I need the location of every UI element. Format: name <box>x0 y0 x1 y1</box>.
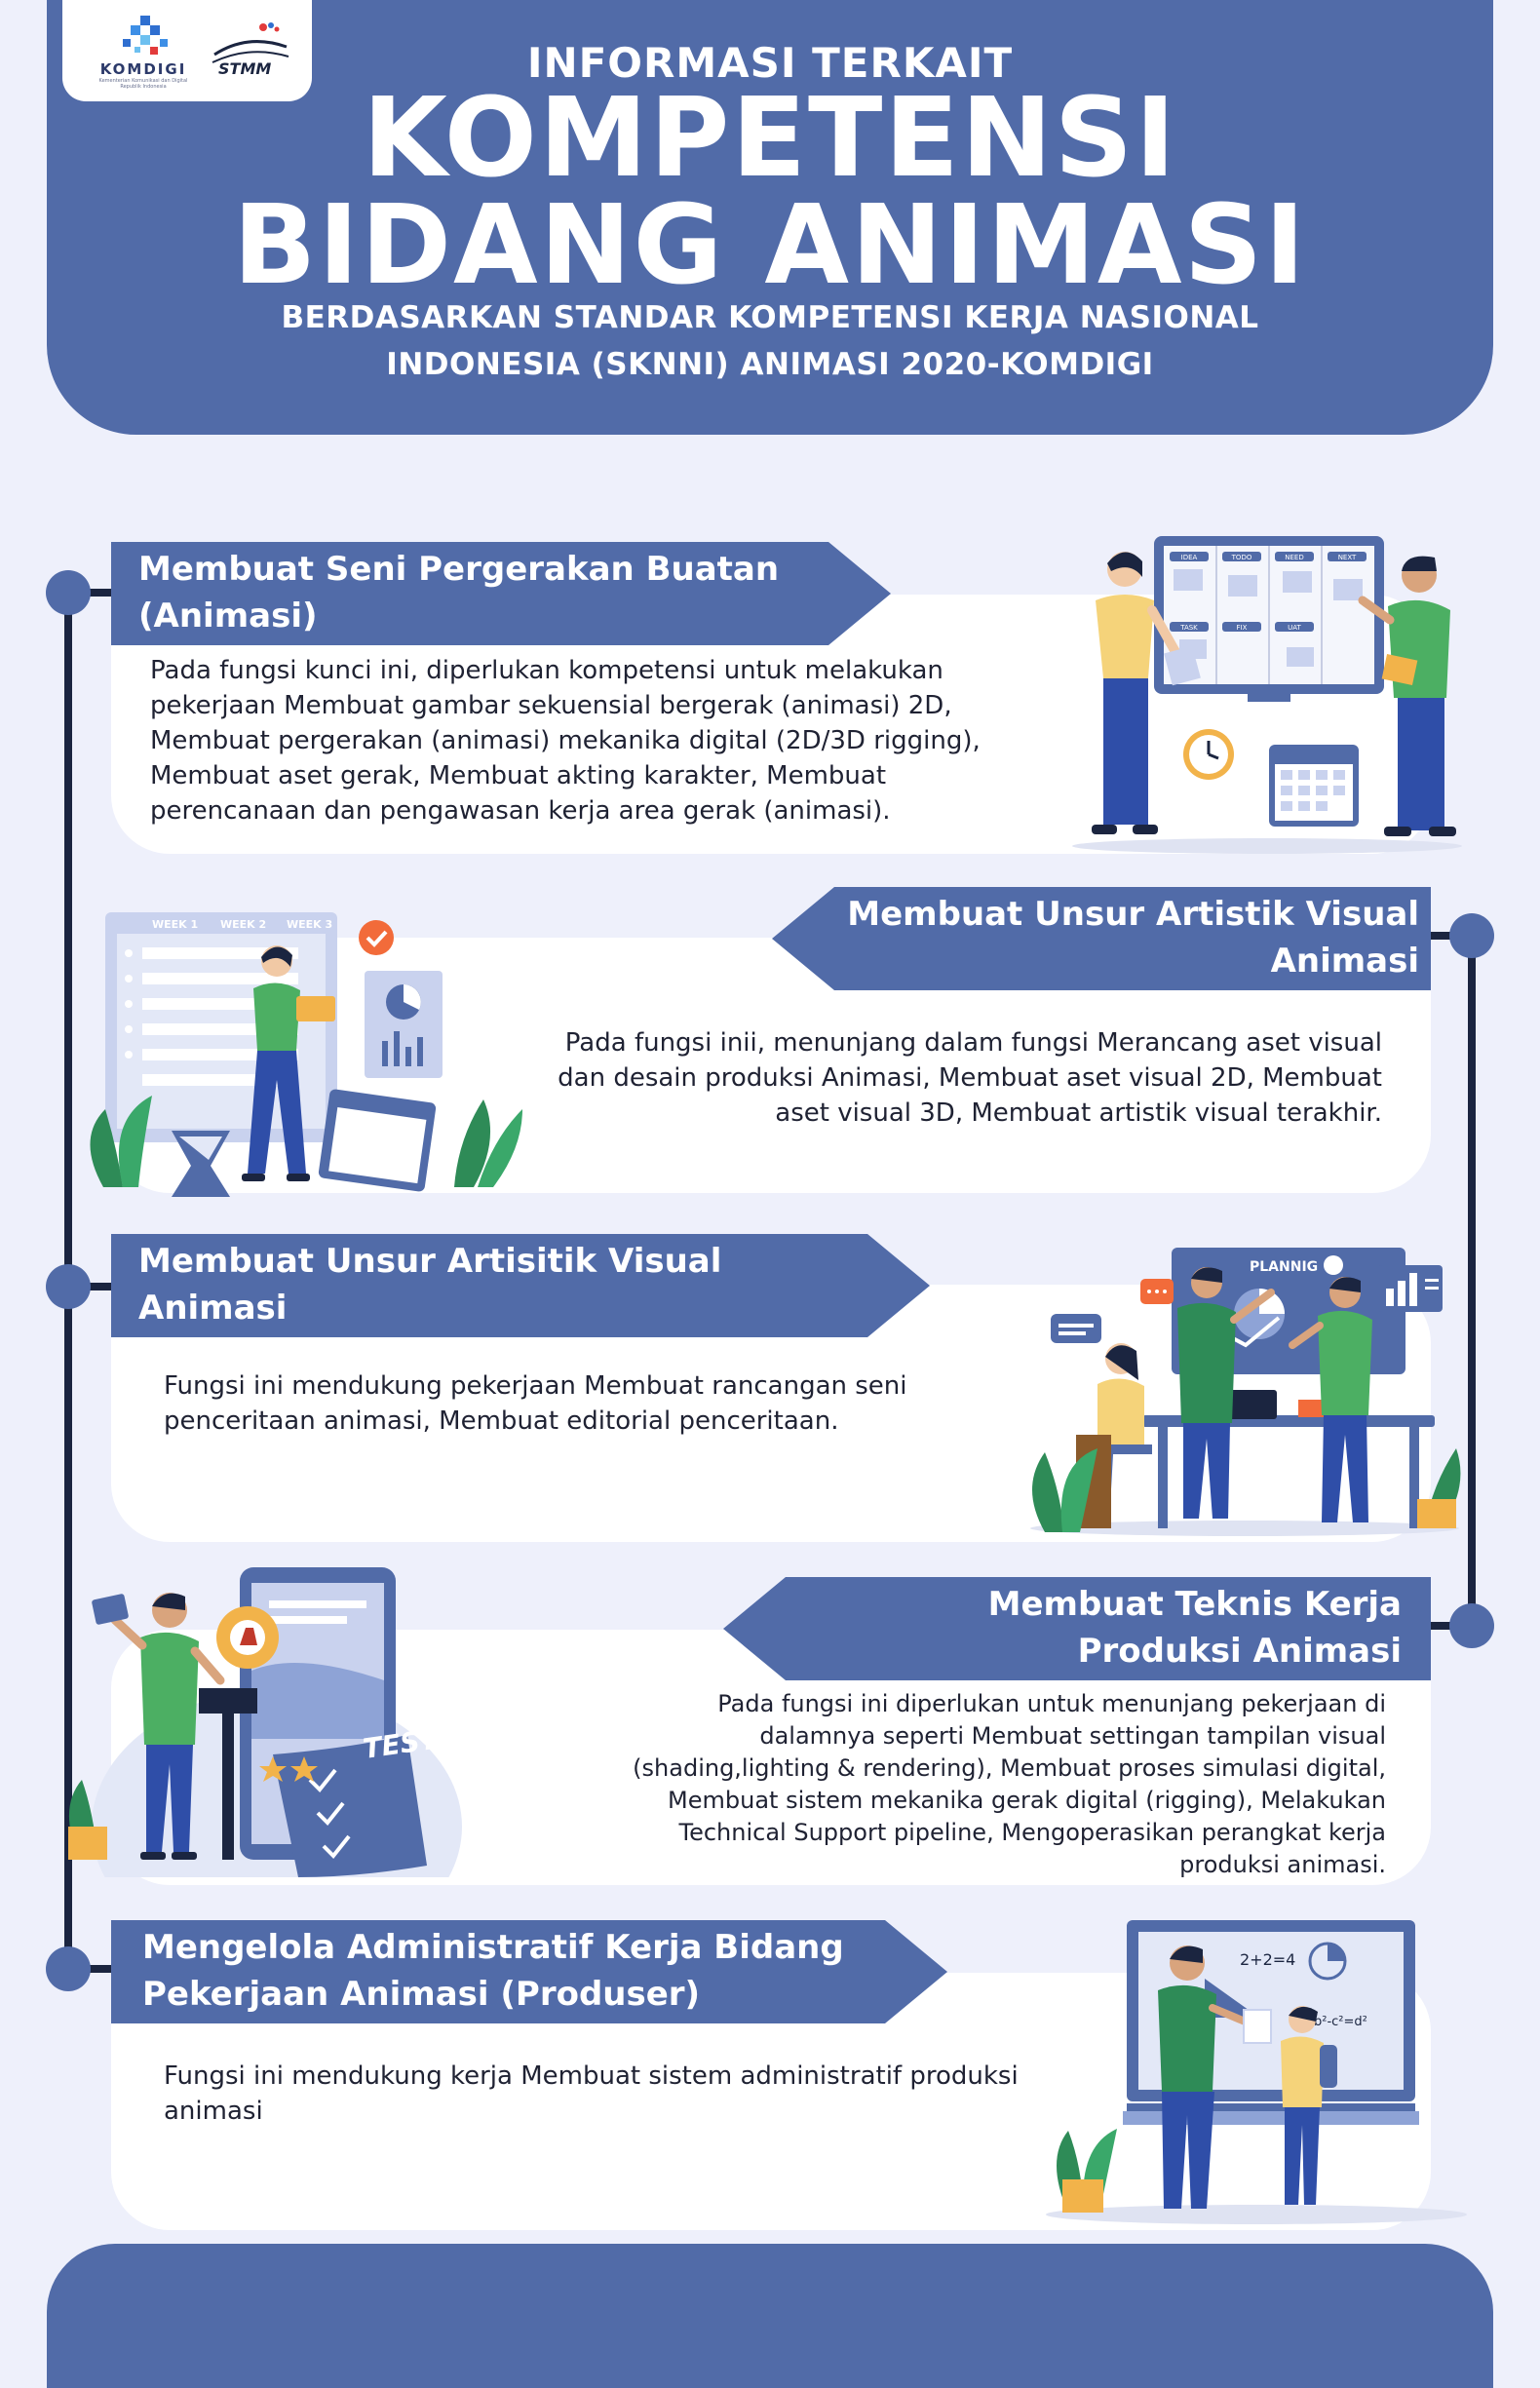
board-math: 2+2=4 <box>1240 1950 1295 1969</box>
week-label: WEEK 3 <box>287 918 332 931</box>
body-line: penceritaan animasi, Membuat editorial p… <box>164 1406 839 1436</box>
body-line: Technical Support pipeline, Mengoperasik… <box>678 1819 1386 1846</box>
board-label: NEXT <box>1338 554 1357 561</box>
section-title-4-line2: Produksi Animasi <box>1077 1632 1402 1671</box>
classroom-producer-illustration: 2+2=4 b²-c²=d² <box>1046 1920 1467 2224</box>
timeline-node-4 <box>1449 1603 1494 1648</box>
body-line: Pada fungsi inii, menunjang dalam fungsi… <box>564 1028 1382 1058</box>
section-title-4-line1: Membuat Teknis Kerja <box>987 1585 1402 1624</box>
banner-arrow-shape <box>772 887 1431 990</box>
body-line: (shading,lighting & rendering), Membuat … <box>633 1754 1386 1782</box>
timeline-rail-right <box>1468 932 1476 1626</box>
board-label: PLANNIG <box>1250 1259 1318 1275</box>
board-label: TASK <box>1179 624 1198 632</box>
board-label: NEED <box>1285 554 1303 561</box>
body-line: Pada fungsi ini diperlukan untuk menunja… <box>717 1690 1386 1717</box>
banner-arrow-shape <box>111 542 891 645</box>
stmm-logo-icon: STMM <box>212 22 289 78</box>
body-line: dalamnya seperti Membuat settingan tampi… <box>759 1722 1386 1750</box>
section-banner-2: Membuat Unsur Artistik Visual Animasi <box>772 887 1431 990</box>
section-title-3-line1: Membuat Unsur Artisitik Visual <box>138 1242 722 1281</box>
schedule-planning-illustration: WEEK 1 WEEK 2 WEEK 3 <box>90 912 522 1197</box>
body-line: animasi <box>164 2097 263 2126</box>
footer-banner <box>47 2244 1493 2388</box>
team-planning-meeting-illustration: PLANNIG <box>1030 1248 1461 1536</box>
body-line: Membuat sistem mekanika gerak digital (r… <box>668 1787 1386 1814</box>
section-body-2: Pada fungsi inii, menunjang dalam fungsi… <box>487 1025 1382 1131</box>
section-title-5-line2: Pekerjaan Animasi (Produser) <box>142 1975 701 2014</box>
section-banner-4: Membuat Teknis Kerja Produksi Animasi <box>723 1577 1431 1680</box>
komdigi-mark-icon <box>123 16 168 55</box>
timeline-connector-1 <box>64 589 117 597</box>
timeline-node-1 <box>46 570 91 615</box>
body-line: Membuat pergerakan (animasi) mekanika di… <box>150 726 981 755</box>
banner-arrow-shape <box>111 1234 930 1337</box>
section-banner-3: Membuat Unsur Artisitik Visual Animasi <box>111 1234 930 1337</box>
timeline-connector-3 <box>64 1283 117 1290</box>
technical-testing-illustration: TEST <box>68 1567 462 1877</box>
section-body-3: Fungsi ini mendukung pekerjaan Membuat r… <box>164 1368 1041 1439</box>
body-line: Membuat aset gerak, Membuat akting karak… <box>150 761 887 790</box>
logo-card: KOMDIGI Kementerian Komunikasi dan Digit… <box>62 0 312 101</box>
body-line: perencanaan dan pengawasan kerja area ge… <box>150 796 891 826</box>
timeline-connector-5 <box>64 1965 117 1973</box>
section-title-3-line2: Animasi <box>138 1289 288 1328</box>
body-line: Fungsi ini mendukung kerja Membuat siste… <box>164 2061 1019 2091</box>
page-subtitle-line1: BERDASARKAN STANDAR KOMPETENSI KERJA NAS… <box>281 300 1259 335</box>
komdigi-subtitle: Kementerian Komunikasi dan Digital Repub… <box>90 78 197 90</box>
section-title-1-line1: Membuat Seni Pergerakan Buatan <box>138 550 780 589</box>
komdigi-wordmark: KOMDIGI <box>99 60 187 78</box>
board-label: IDEA <box>1181 554 1198 561</box>
body-line: Pada fungsi kunci ini, diperlukan kompet… <box>150 656 943 685</box>
section-banner-5: Mengelola Administratif Kerja Bidang Pek… <box>111 1920 947 2023</box>
section-title-1-line2: (Animasi) <box>138 597 318 636</box>
banner-arrow-shape <box>111 1920 947 2023</box>
timeline-node-5 <box>46 1946 91 1991</box>
section-body-1: Pada fungsi kunci ini, diperlukan kompet… <box>150 653 1027 828</box>
board-label: UAT <box>1288 624 1301 632</box>
stmm-wordmark: STMM <box>218 59 271 78</box>
page-title-line2: BIDANG ANIMASI <box>233 182 1307 309</box>
board-label: TODO <box>1231 554 1252 561</box>
body-line: dan desain produksi Animasi, Membuat ase… <box>558 1063 1382 1093</box>
section-title-2-line1: Membuat Unsur Artistik Visual <box>847 895 1419 934</box>
komdigi-logo: KOMDIGI Kementerian Komunikasi dan Digit… <box>90 16 197 90</box>
section-banner-1: Membuat Seni Pergerakan Buatan (Animasi) <box>111 542 891 645</box>
timeline-node-2 <box>1449 913 1494 958</box>
banner-arrow-shape <box>723 1577 1431 1680</box>
body-line: pekerjaan Membuat gambar sekuensial berg… <box>150 691 952 720</box>
kanban-board-illustration: IDEA TODO NEED NEXT TASK FIX UAT <box>1072 536 1462 854</box>
board-math: b²-c²=d² <box>1314 2015 1367 2029</box>
header-kicker: INFORMASI TERKAIT <box>526 39 1014 87</box>
komdigi-subtitle-line2: Republik Indonesia <box>120 84 167 90</box>
body-line: aset visual 3D, Membuat artistik visual … <box>775 1098 1382 1128</box>
header-banner: KOMDIGI Kementerian Komunikasi dan Digit… <box>47 0 1493 435</box>
week-label: WEEK 2 <box>220 918 266 931</box>
body-line: Fungsi ini mendukung pekerjaan Membuat r… <box>164 1371 907 1401</box>
section-body-5: Fungsi ini mendukung kerja Membuat siste… <box>164 2059 1060 2129</box>
page-subtitle-line2: INDONESIA (SKNNI) ANIMASI 2020-KOMDIGI <box>386 347 1154 382</box>
board-label: FIX <box>1237 624 1248 632</box>
section-title-2-line2: Animasi <box>1270 942 1419 981</box>
section-title-5-line1: Mengelola Administratif Kerja Bidang <box>142 1928 844 1967</box>
page-title-line1: KOMPETENSI <box>363 75 1177 202</box>
komdigi-subtitle-line1: Kementerian Komunikasi dan Digital <box>98 78 188 84</box>
section-body-4: Pada fungsi ini diperlukan untuk menunja… <box>546 1688 1386 1881</box>
week-label: WEEK 1 <box>152 918 198 931</box>
timeline-node-3 <box>46 1264 91 1309</box>
body-line: produksi animasi. <box>1179 1851 1386 1878</box>
